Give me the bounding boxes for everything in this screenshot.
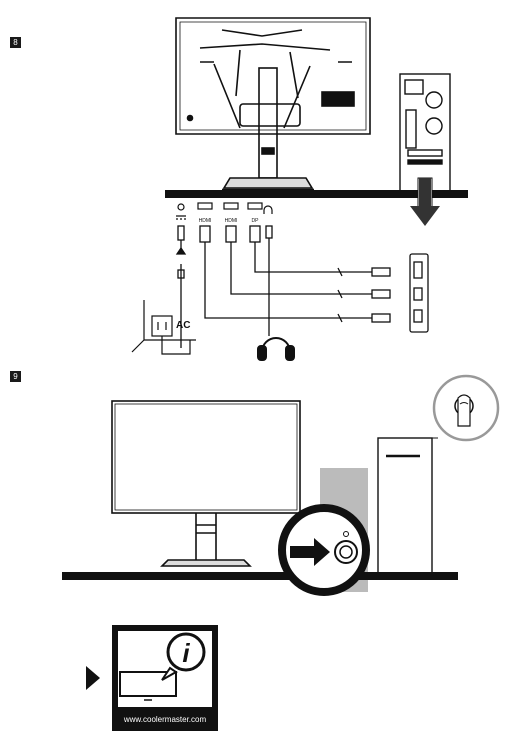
dp-port-label: DP	[252, 218, 260, 224]
right-arrow-icon	[290, 538, 330, 566]
desk-surface-2	[62, 572, 458, 580]
wall-outlet-illustration	[131, 300, 196, 355]
monitor-back-illustration	[175, 17, 371, 192]
pc-tower-illustration	[399, 73, 451, 193]
step-8-badge: 8	[10, 37, 21, 48]
ac-label: AC	[176, 320, 190, 331]
pointer-triangle-icon	[86, 666, 100, 690]
info-icon	[166, 632, 206, 672]
info-icon-letter: i	[182, 638, 190, 668]
graphics-card-bracket	[409, 253, 429, 333]
monitor-front-illustration	[111, 400, 301, 567]
down-arrow-icon	[410, 177, 440, 226]
website-url: www.coolermaster.com	[123, 715, 207, 724]
monitor-ports-panel	[176, 202, 273, 220]
displayport-icon	[247, 202, 263, 210]
desk-surface	[165, 190, 468, 198]
headphones-icon	[257, 337, 295, 361]
headphone-jack-icon	[263, 205, 273, 214]
hdmi1-port-label: HDMI	[199, 218, 212, 224]
hdmi2-port-label: HDMI	[225, 218, 238, 224]
dc-power-icon	[177, 203, 185, 211]
hdmi-port-icon	[223, 202, 239, 210]
finger-press-icon	[380, 374, 500, 442]
cables	[175, 225, 391, 348]
power-button-zoom	[278, 504, 370, 596]
step-9-badge: 9	[10, 371, 21, 382]
hdmi-port-icon	[197, 202, 213, 210]
info-box	[112, 625, 218, 731]
